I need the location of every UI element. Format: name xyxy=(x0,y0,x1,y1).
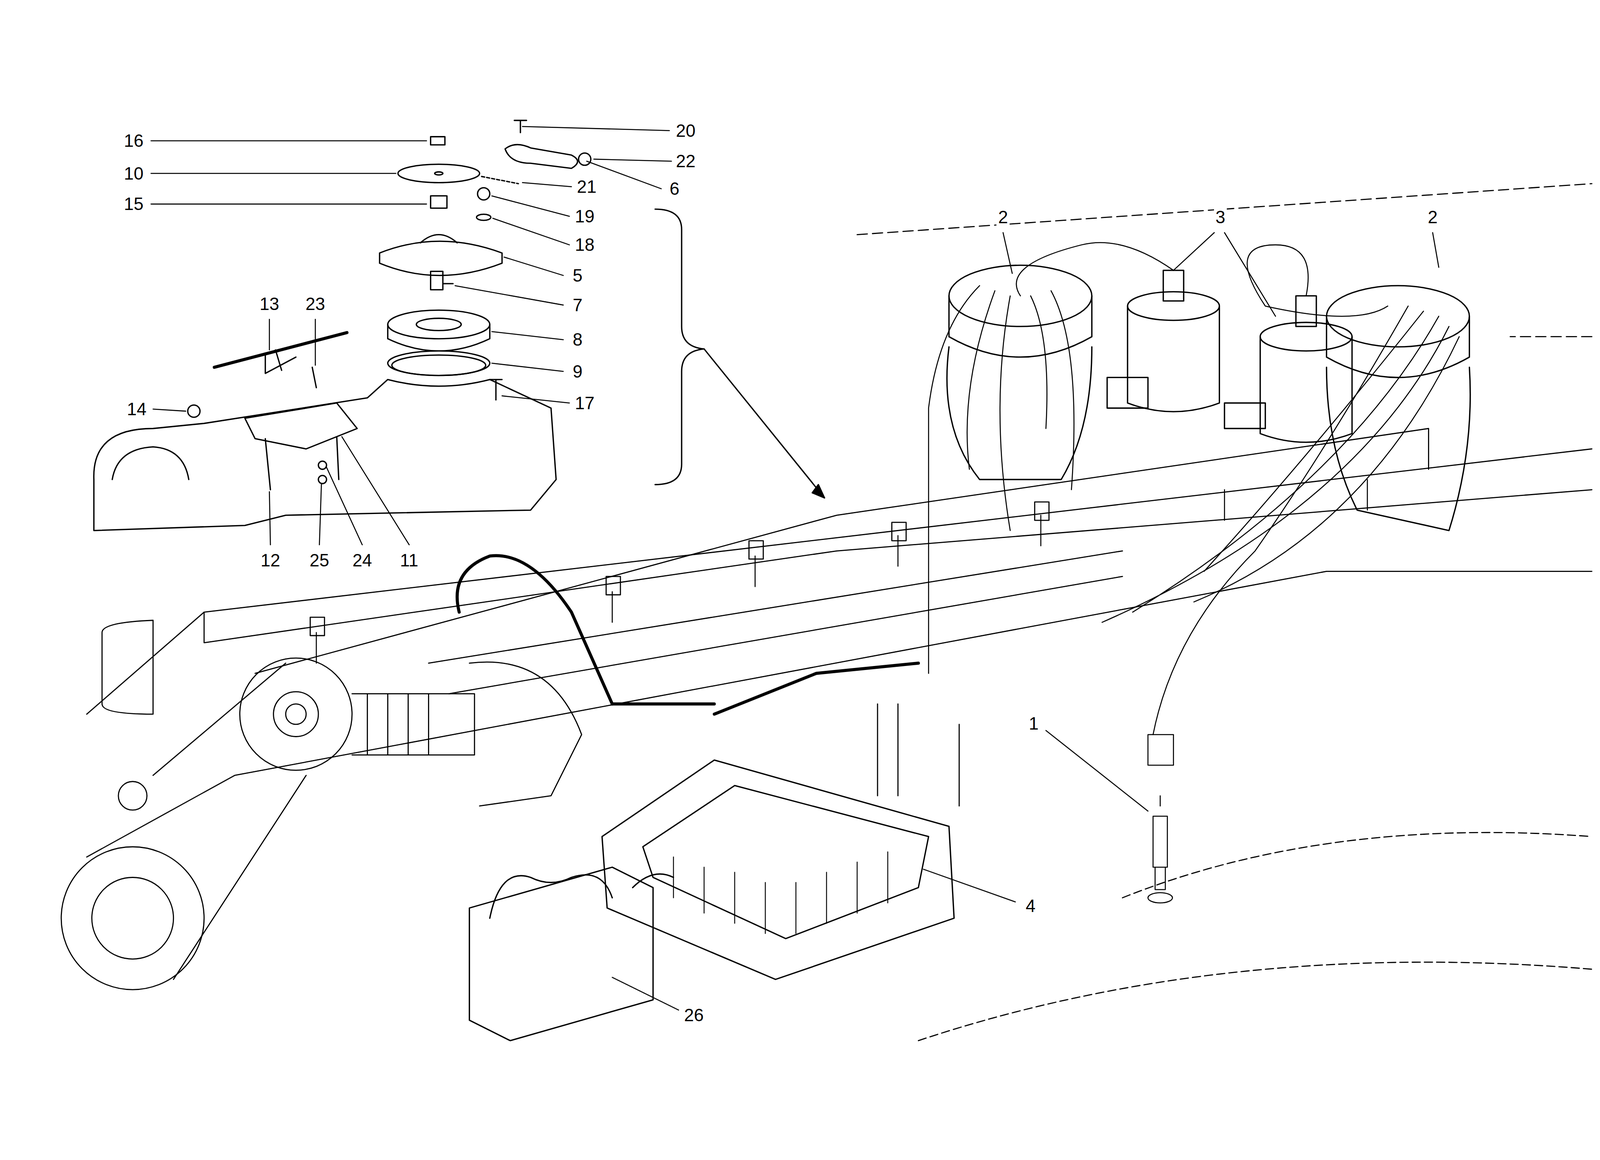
callout-number: 13 xyxy=(258,294,281,314)
exploded-parts xyxy=(94,120,592,531)
leader-lines xyxy=(151,126,1439,1010)
callout-number: 2 xyxy=(996,207,1010,227)
callout-number: 4 xyxy=(1024,896,1037,916)
callout-number: 9 xyxy=(571,362,584,382)
callout-number: 21 xyxy=(575,177,598,197)
callout-number: 7 xyxy=(571,295,584,315)
callout-number: 16 xyxy=(122,131,146,151)
callout-number: 15 xyxy=(122,194,146,214)
callout-number: 20 xyxy=(674,121,698,141)
callout-number: 22 xyxy=(674,151,698,171)
callout-number: 14 xyxy=(125,399,148,419)
callout-number: 11 xyxy=(398,550,420,570)
callout-number: 12 xyxy=(259,550,282,570)
callout-number: 10 xyxy=(122,164,146,184)
callout-number: 25 xyxy=(308,550,331,570)
control-unit xyxy=(469,760,954,1041)
ht-leads xyxy=(928,242,1460,903)
callout-number: 3 xyxy=(1214,207,1227,227)
callout-number: 18 xyxy=(573,235,596,255)
callout-number: 17 xyxy=(573,393,596,413)
callout-number: 5 xyxy=(571,266,584,286)
callout-number: 24 xyxy=(350,550,374,570)
distributors-coils xyxy=(946,265,1470,531)
callout-number: 19 xyxy=(573,206,596,226)
engine xyxy=(61,183,1592,1041)
callout-number: 6 xyxy=(668,179,681,199)
callout-number: 1 xyxy=(1027,714,1040,734)
callout-number: 26 xyxy=(682,1005,706,1025)
callout-number: 2 xyxy=(1426,207,1439,227)
callout-number: 8 xyxy=(571,330,584,350)
callout-number: 23 xyxy=(304,294,327,314)
